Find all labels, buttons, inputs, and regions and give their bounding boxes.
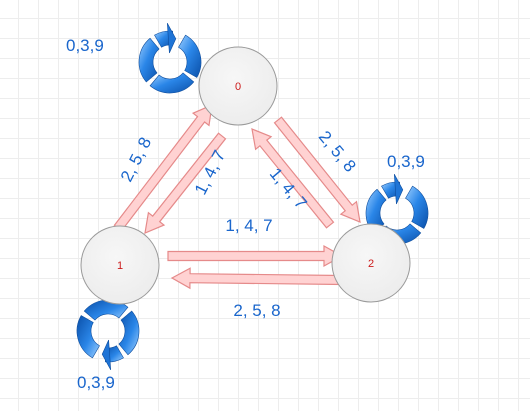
arrow-1-to-0	[113, 104, 213, 232]
state-label-1: 1	[117, 260, 123, 272]
transition-arrows	[113, 104, 361, 290]
loop-segment	[178, 34, 202, 78]
transition-label-1-to-0: 2, 5, 8	[117, 134, 155, 185]
arrow-2-to-0	[251, 128, 335, 229]
loop-arrowhead	[101, 339, 112, 371]
loop-label-state-1: 0,3,9	[77, 373, 115, 392]
loop-icon-state-1	[76, 299, 140, 371]
loop-segment	[76, 315, 100, 359]
state-node-0: 0	[198, 46, 278, 126]
loop-segment	[365, 188, 387, 234]
loop-segment	[83, 299, 129, 321]
loop-segment	[118, 310, 140, 356]
state-label-0: 0	[235, 81, 241, 93]
arrow-0-to-1	[144, 132, 227, 234]
loop-segment	[149, 72, 195, 94]
loop-segment	[138, 37, 160, 83]
arrow-1-to-2	[167, 244, 344, 268]
loop-label-state-2: 0,3,9	[387, 152, 425, 171]
transition-label-2-to-1: 2, 5, 8	[233, 301, 280, 320]
state-node-1: 1	[80, 225, 160, 305]
arrow-0-to-2	[273, 116, 361, 223]
state-label-2: 2	[368, 258, 374, 270]
loop-segment	[405, 185, 429, 229]
arrow-2-to-1	[170, 267, 343, 290]
loop-icon-state-0	[138, 22, 202, 94]
state-node-2: 2	[331, 223, 411, 303]
loop-arrowhead	[393, 173, 404, 205]
loop-arrowhead	[166, 22, 177, 54]
transition-label-1-to-2: 1, 4, 7	[225, 216, 272, 235]
loop-label-state-0: 0,3,9	[66, 36, 104, 55]
